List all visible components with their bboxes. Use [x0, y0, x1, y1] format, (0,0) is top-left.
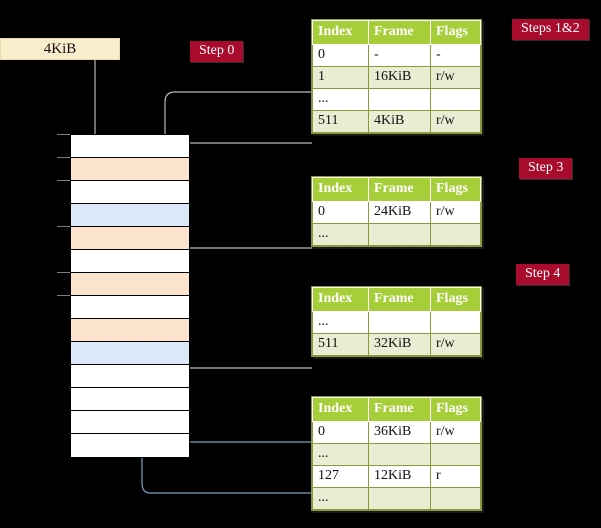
badge-steps-1-2: Steps 1&2	[512, 19, 589, 41]
memory-frame-8	[71, 319, 189, 342]
cell-frame	[368, 311, 431, 334]
column-header-frame: Frame	[368, 397, 431, 422]
memory-frame-3	[71, 204, 189, 227]
memory-frame-10	[71, 365, 189, 388]
virtual-address-label: 4KiB	[43, 40, 77, 57]
memory-tick	[57, 157, 70, 158]
cell-frame: 4KiB	[368, 110, 431, 133]
memory-frame-7	[71, 296, 189, 319]
cell-flags: -	[430, 44, 481, 67]
cell-frame: 24KiB	[368, 201, 431, 224]
table-row[interactable]: ...	[312, 311, 481, 334]
column-header-index: Index	[312, 20, 369, 45]
memory-tick	[57, 180, 70, 181]
cell-flags	[430, 88, 481, 111]
wire-step4-row511	[171, 314, 312, 369]
physical-memory-column	[70, 134, 190, 458]
cell-index: 1	[312, 66, 369, 89]
cell-index: 0	[312, 44, 369, 67]
memory-frame-5	[71, 250, 189, 273]
table-row[interactable]: ...	[312, 88, 481, 111]
cell-frame: 32KiB	[368, 333, 431, 356]
cell-flags	[430, 223, 481, 246]
column-header-index: Index	[312, 397, 369, 422]
cell-index: ...	[312, 487, 369, 510]
column-header-flags: Flags	[430, 397, 481, 422]
cell-frame: -	[368, 44, 431, 67]
memory-frame-12	[71, 411, 189, 434]
cell-index: ...	[312, 88, 369, 111]
memory-frame-4	[71, 227, 189, 250]
memory-frame-2	[71, 181, 189, 204]
wire-step3-row0	[179, 247, 312, 274]
cell-index: 0	[312, 201, 369, 224]
cell-index: 511	[312, 110, 369, 133]
column-header-index: Index	[312, 177, 369, 202]
column-header-frame: Frame	[368, 20, 431, 45]
cell-index: ...	[312, 311, 369, 334]
memory-frame-1	[71, 158, 189, 181]
cell-flags: r/w	[430, 66, 481, 89]
cell-flags: r/w	[430, 333, 481, 356]
column-header-flags: Flags	[430, 177, 481, 202]
column-header-frame: Frame	[368, 287, 431, 312]
cell-frame	[368, 487, 431, 510]
badge-step-4: Step 4	[516, 264, 570, 286]
cell-frame	[368, 88, 431, 111]
table-row[interactable]: ...	[312, 223, 481, 246]
cell-flags	[430, 311, 481, 334]
table-row[interactable]: ...	[312, 487, 481, 510]
memory-tick	[57, 295, 70, 296]
memory-frame-13	[71, 434, 189, 457]
column-header-index: Index	[312, 287, 369, 312]
cell-index: ...	[312, 443, 369, 466]
column-header-frame: Frame	[368, 177, 431, 202]
cell-frame	[368, 443, 431, 466]
column-header-flags: Flags	[430, 287, 481, 312]
cell-flags: r/w	[430, 421, 481, 444]
cell-flags	[430, 487, 481, 510]
memory-frame-11	[71, 388, 189, 411]
table-row[interactable]: 0--	[312, 44, 481, 67]
cell-frame: 36KiB	[368, 421, 431, 444]
table-row[interactable]: ...	[312, 443, 481, 466]
cell-frame	[368, 223, 431, 246]
memory-tick	[57, 272, 70, 273]
cell-flags: r	[430, 465, 481, 488]
cell-index: 0	[312, 421, 369, 444]
cell-index: 127	[312, 465, 369, 488]
memory-tick	[57, 226, 70, 227]
cell-flags	[430, 443, 481, 466]
cell-frame: 16KiB	[368, 66, 431, 89]
cell-flags: r/w	[430, 201, 481, 224]
cell-flags: r/w	[430, 110, 481, 133]
memory-tick	[57, 134, 70, 135]
cell-index: ...	[312, 223, 369, 246]
virtual-address-box: 4KiB	[0, 38, 120, 60]
column-header-flags: Flags	[430, 20, 481, 45]
cell-index: 511	[312, 333, 369, 356]
memory-frame-6	[71, 273, 189, 296]
badge-step-3: Step 3	[519, 158, 573, 180]
badge-step-0: Step 0	[190, 41, 244, 63]
memory-frame-9	[71, 342, 189, 365]
memory-frame-0	[71, 135, 189, 158]
wire-steps12-row511	[179, 142, 312, 159]
cell-frame: 12KiB	[368, 465, 431, 488]
